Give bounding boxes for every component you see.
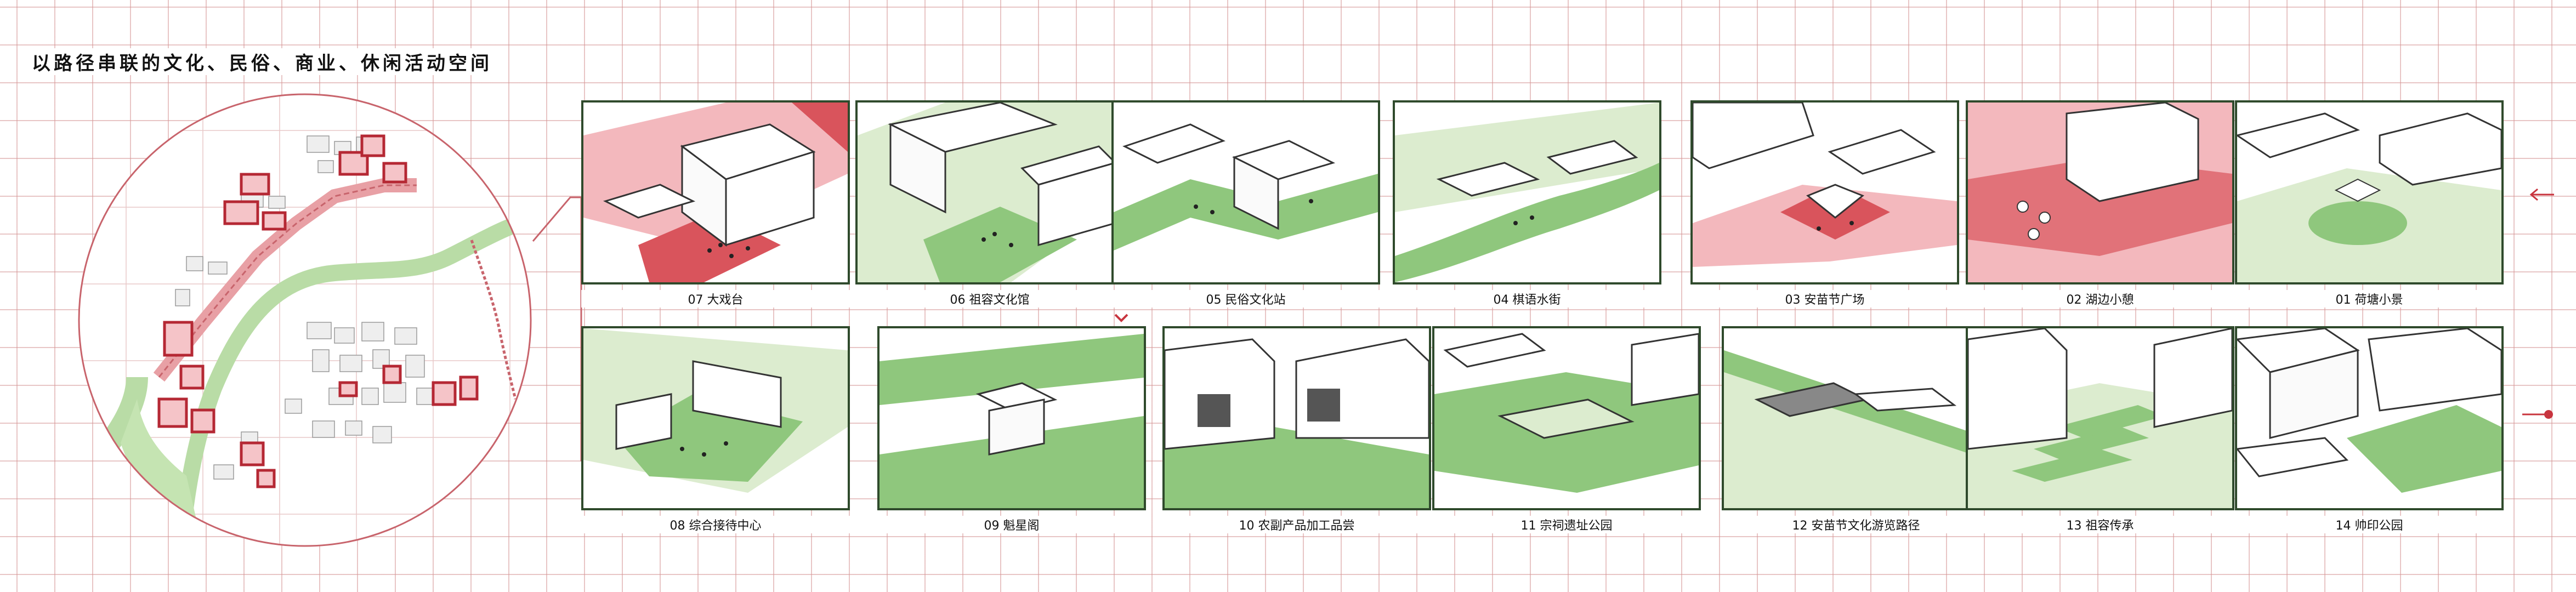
panel-03 (1690, 100, 1959, 284)
panel-05 (1111, 100, 1380, 284)
panel-10 (1162, 326, 1431, 510)
panel-11 (1432, 326, 1701, 510)
page-title: 以路径串联的文化、民俗、商业、休闲活动空间 (26, 48, 498, 75)
chevron-down-icon (1114, 314, 1128, 322)
panel-08 (581, 326, 850, 510)
panel-09 (877, 326, 1146, 510)
panel-12 (1722, 326, 1990, 510)
site-plan-map (78, 93, 532, 547)
panel-13 (1966, 326, 2234, 510)
caption-08: 08 综合接待中心 (581, 516, 850, 533)
caption-07: 07 大戏台 (581, 290, 850, 308)
caption-03: 03 安苗节广场 (1690, 290, 1959, 308)
caption-12: 12 安苗节文化游览路径 (1722, 516, 1990, 533)
panel-14 (2235, 326, 2504, 510)
caption-01: 01 荷塘小景 (2235, 290, 2504, 308)
caption-02: 02 湖边小憩 (1966, 290, 2234, 308)
caption-13: 13 祖容传承 (1966, 516, 2234, 533)
panel-01 (2235, 100, 2504, 284)
panel-04 (1393, 100, 1661, 284)
caption-04: 04 棋语水街 (1393, 290, 1661, 308)
panel-06 (855, 100, 1124, 284)
caption-14: 14 帅印公园 (2235, 516, 2504, 533)
caption-10: 10 农副产品加工品尝 (1162, 516, 1431, 533)
caption-09: 09 魁星阁 (877, 516, 1146, 533)
caption-05: 05 民俗文化站 (1111, 290, 1380, 308)
arrow-start-dot-icon (2522, 410, 2553, 419)
panel-07 (581, 100, 850, 284)
panel-02 (1966, 100, 2234, 284)
caption-06: 06 祖容文化馆 (855, 290, 1124, 308)
caption-11: 11 宗祠遗址公园 (1432, 516, 1701, 533)
arrow-left-icon (2529, 188, 2554, 201)
